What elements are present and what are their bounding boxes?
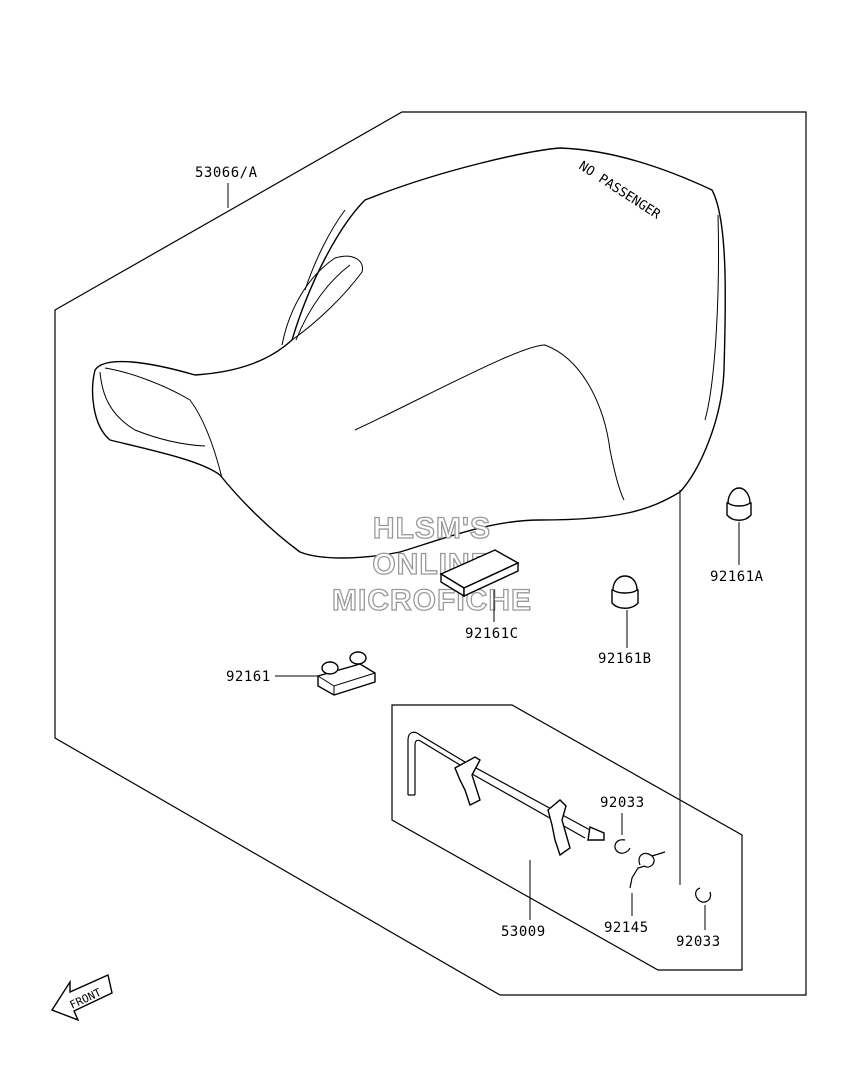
label-92161C: 92161C <box>465 626 519 642</box>
label-53066A: 53066/A <box>195 165 258 181</box>
part-53009: 53009 <box>407 731 605 940</box>
part-92161A: 92161A <box>710 487 764 585</box>
label-92033-lower: 92033 <box>676 934 721 950</box>
part-92033-lower: 92033 <box>676 887 721 950</box>
subassembly-frame <box>391 704 743 971</box>
part-92033-upper: 92033 <box>600 795 645 854</box>
part-53066A: 53066/A <box>195 165 258 208</box>
part-92161: 92161 <box>226 651 376 696</box>
label-92161B: 92161B <box>598 651 652 667</box>
label-92161: 92161 <box>226 669 271 685</box>
seat-drawing: NO PASSENGER <box>91 147 727 559</box>
watermark-line-3: MICROFICHE <box>332 584 532 617</box>
label-92033-upper: 92033 <box>600 795 645 811</box>
watermark-line-1: HLSM'S <box>373 512 491 545</box>
label-92145: 92145 <box>604 920 649 936</box>
part-92145: 92145 <box>604 851 666 936</box>
assembly-frame <box>54 111 807 996</box>
front-arrow-icon: FRONT <box>50 974 113 1022</box>
part-92161B: 92161B <box>598 575 652 667</box>
part-92161C: 92161C <box>439 549 520 642</box>
label-53009: 53009 <box>501 924 546 940</box>
label-92161A: 92161A <box>710 569 764 585</box>
